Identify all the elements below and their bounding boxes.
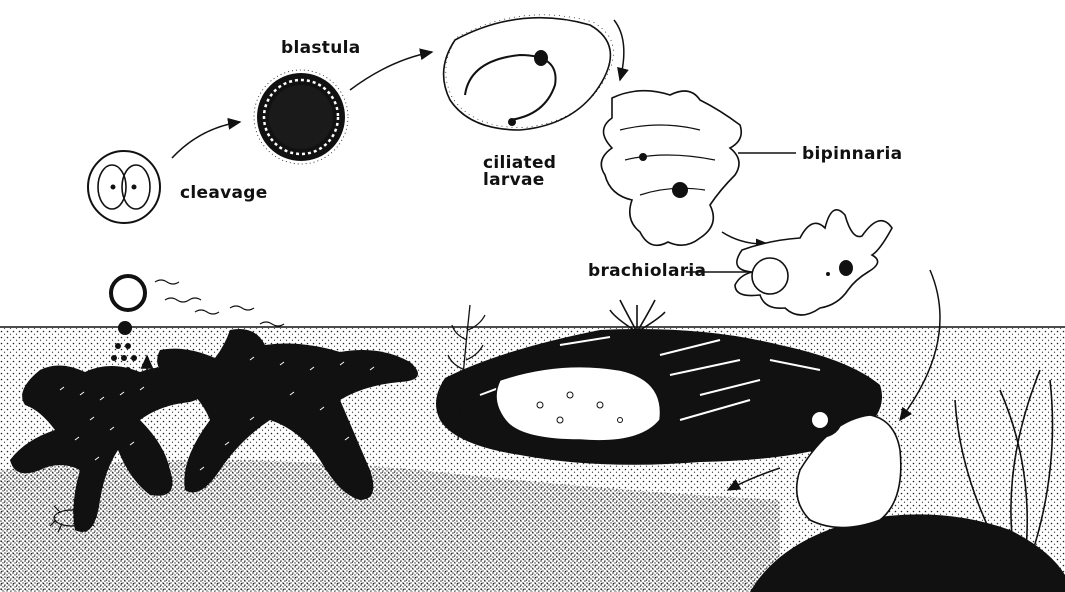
bipinnaria-body [601,91,741,246]
egg-released [111,276,145,310]
label-ciliated-larvae: ciliated larvae [483,155,556,189]
label-brachiolaria: brachiolaria [588,262,706,280]
nucleus-left [111,185,116,190]
arrow-larva-to-bipinnaria [614,20,624,80]
label-blastula: blastula [281,39,361,57]
mollusc-on-rock [496,367,661,441]
label-cleavage: cleavage [180,184,268,202]
larva-body [444,18,611,130]
bipinnaria-stage [601,91,796,246]
blastula-core [269,85,333,149]
arrow-bipinnaria-to-brachiolaria [722,232,768,244]
label-brachiolaria-attached: brachiolaria attached [898,541,1016,575]
arrow-blastula-to-larva [350,52,432,90]
larva-eyespot [534,50,548,66]
nucleus-right [132,185,137,190]
ciliated-larva [444,15,614,130]
brachiolaria-spot [826,272,830,276]
bipinnaria-stomach [672,182,688,198]
sperm [155,280,284,326]
blastula-stage [254,70,348,164]
bipinnaria-spot [639,153,647,161]
arrow-cleavage-to-blastula [172,122,240,158]
cleavage-stage [88,151,160,223]
brachiolaria-sphere [752,258,788,294]
brachiolaria-eyespot [839,260,853,276]
egg-dot [118,321,132,335]
attached-larva-disc [812,412,828,428]
label-bipinnaria: bipinnaria [802,145,902,163]
larva-mouth [508,118,516,126]
brachiolaria-stage [686,210,892,315]
